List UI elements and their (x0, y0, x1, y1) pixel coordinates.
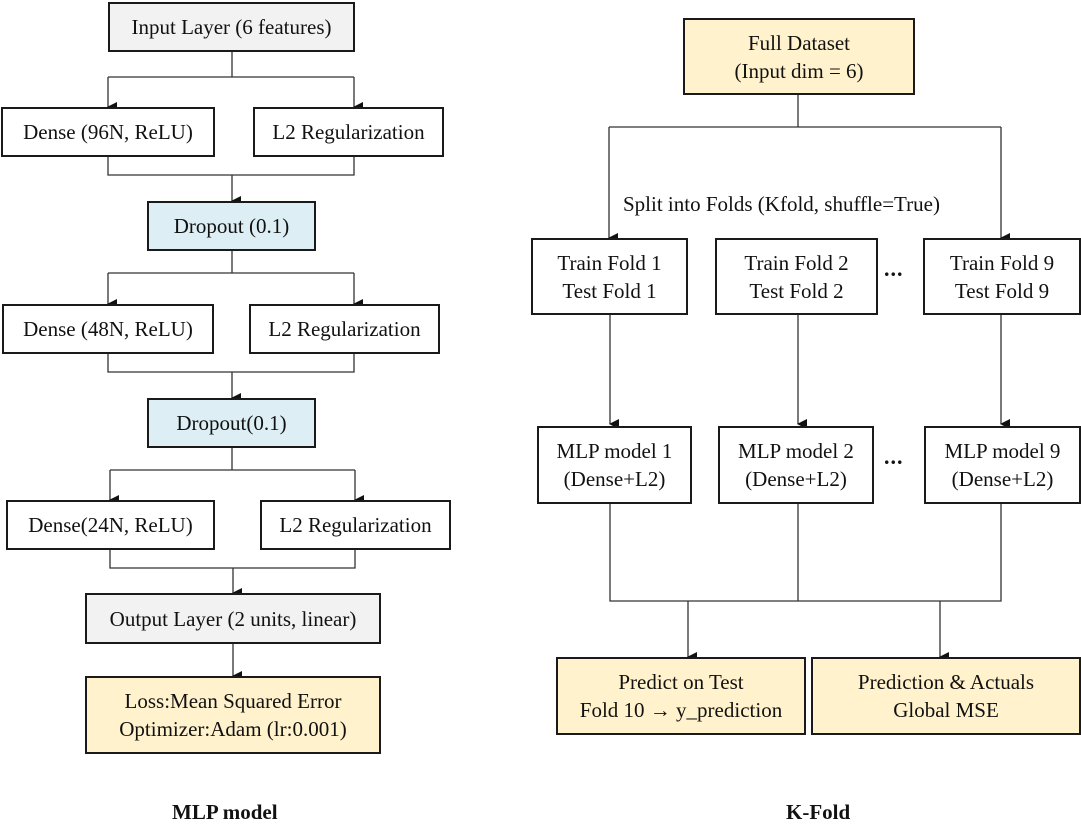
dropout-node-2: Dropout(0.1) (147, 398, 316, 448)
output-layer-label: Output Layer (2 units, linear) (109, 606, 357, 631)
predict-line1: Predict on Test (618, 670, 744, 694)
mlp-model-desc-1: (Dense+L2) (563, 467, 666, 491)
dataset-dim: (Input dim = 6) (734, 58, 864, 83)
l2-reg-label-3: L2 Regularization (279, 513, 432, 537)
mlp-model-node-9: MLP model 9 (Dense+L2) (924, 426, 1081, 504)
predict-test-node: Predict on Test Fold 10 → y_prediction (556, 657, 806, 735)
dense-96-label: Dense (96N, ReLU) (23, 120, 193, 144)
train-fold-label-1: Train Fold 1 (557, 250, 662, 275)
fold-ellipsis: ... (884, 256, 904, 281)
mlp-model-desc-9: (Dense+L2) (951, 467, 1054, 491)
mlp-model-node-2: MLP model 2 (Dense+L2) (718, 426, 874, 504)
fold-node-9: Train Fold 9 Test Fold 9 (923, 238, 1081, 315)
l2-reg-label-1: L2 Regularization (272, 120, 425, 144)
evaluate-line2: Global MSE (893, 698, 999, 722)
kfold-title: K-Fold (786, 800, 851, 824)
l2-reg-label-2: L2 Regularization (268, 317, 421, 341)
dropout-label-1: Dropout (0.1) (173, 214, 290, 238)
connector-block1-merge (107, 156, 355, 176)
connector-models-merge (609, 503, 1002, 602)
l2-reg-node-2: L2 Regularization (249, 304, 440, 354)
compile-settings-node: Loss:Mean Squared Error Optimizer:Adam (… (85, 676, 381, 754)
connector-dropout2-split (110, 447, 355, 471)
connector-input-split (108, 51, 354, 78)
dense-96-node: Dense (96N, ReLU) (1, 107, 215, 157)
predict-line2: Fold 10 → y_prediction (579, 698, 783, 722)
model-ellipsis: ... (884, 444, 904, 469)
input-layer-label: Input Layer (6 features) (131, 15, 332, 39)
output-layer-node: Output Layer (2 units, linear) (85, 593, 381, 644)
split-folds-label: Split into Folds (Kfold, shuffle=True) (623, 192, 940, 216)
test-fold-label-2: Test Fold 2 (749, 278, 844, 303)
connector-block2-merge (107, 353, 355, 373)
train-fold-label-9: Train Fold 9 (949, 250, 1055, 275)
loss-label: Loss:Mean Squared Error (124, 689, 342, 713)
l2-reg-node-1: L2 Regularization (253, 107, 444, 157)
test-fold-label-1: Test Fold 1 (562, 278, 657, 303)
dense-48-node: Dense (48N, ReLU) (2, 304, 214, 354)
full-dataset-node: Full Dataset (Input dim = 6) (683, 18, 915, 95)
l2-reg-node-3: L2 Regularization (260, 500, 451, 550)
global-mse-node: Prediction & Actuals Global MSE (811, 657, 1081, 735)
dropout-node-1: Dropout (0.1) (147, 201, 316, 251)
mlp-model-node-1: MLP model 1 (Dense+L2) (537, 426, 692, 504)
dense-24-label: Dense(24N, ReLU) (28, 513, 193, 537)
fold-node-1: Train Fold 1 Test Fold 1 (531, 238, 688, 315)
dense-24-node: Dense(24N, ReLU) (6, 500, 215, 550)
evaluate-line1: Prediction & Actuals (857, 670, 1035, 694)
train-fold-label-2: Train Fold 2 (744, 250, 849, 275)
fold-node-2: Train Fold 2 Test Fold 2 (715, 238, 878, 315)
mlp-model-label-1: MLP model 1 (556, 439, 673, 463)
mlp-model-desc-2: (Dense+L2) (745, 467, 847, 491)
optimizer-label: Optimizer:Adam (lr:0.001) (119, 717, 347, 741)
mlp-model-title: MLP model (172, 800, 278, 824)
test-fold-label-9: Test Fold 9 (954, 278, 1050, 303)
dropout-label-2: Dropout(0.1) (176, 411, 287, 435)
mlp-model-label-2: MLP model 2 (738, 439, 854, 463)
input-layer-node: Input Layer (6 features) (108, 2, 355, 52)
dense-48-label: Dense (48N, ReLU) (23, 317, 193, 341)
connector-dropout1-split (108, 251, 354, 274)
connector-dataset-split (609, 94, 1001, 128)
connector-block3-merge (109, 549, 356, 569)
dataset-title: Full Dataset (747, 30, 851, 55)
mlp-model-label-9: MLP model 9 (944, 439, 1061, 463)
